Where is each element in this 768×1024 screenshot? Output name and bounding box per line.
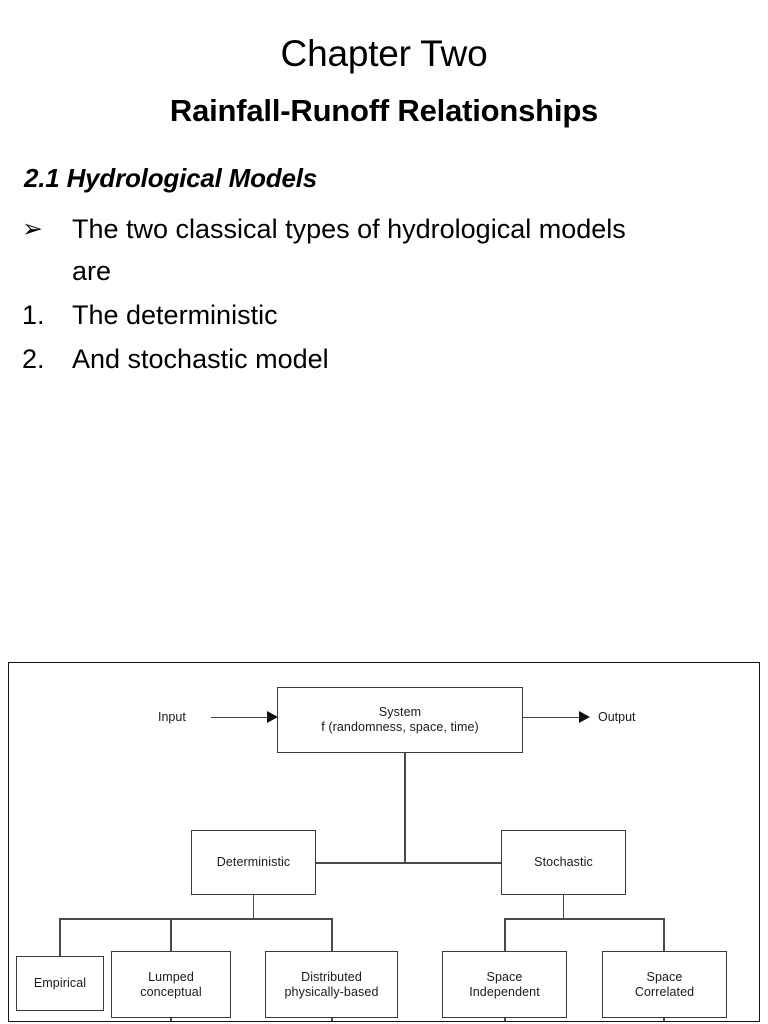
node-empirical-line1: Empirical	[33, 976, 87, 990]
node-deterministic-line1: Deterministic	[216, 855, 291, 869]
node-distributed-physically-based: Distributed physically-based	[265, 951, 398, 1018]
body-list: ➢ The two classical types of hydrologica…	[20, 208, 710, 382]
node-lumped-line1: Lumped	[148, 969, 194, 984]
edge-deterministic-drop	[252, 895, 254, 919]
arrow-right-icon	[267, 711, 278, 723]
page-title: Chapter Two	[280, 33, 488, 74]
edge-to-lumped	[170, 918, 172, 951]
arrow-right-icon	[579, 711, 590, 723]
node-lumped-conceptual: Lumped conceptual	[111, 951, 231, 1018]
edge-space-correlated-stub	[663, 1018, 665, 1021]
node-system-line1: System	[378, 705, 422, 719]
page-subtitle: Rainfall-Runoff Relationships	[169, 93, 599, 128]
edge-distributed-stub	[331, 1018, 333, 1021]
edge-input-to-system	[211, 716, 269, 718]
node-space-independent-line2: Independent	[469, 984, 540, 999]
node-space-independent-line1: Space	[486, 969, 523, 984]
node-distributed-line1: Distributed	[301, 969, 362, 984]
list-item: 1. The deterministic	[20, 294, 710, 336]
node-empirical: Empirical	[16, 956, 104, 1011]
list-item-number: 1.	[22, 300, 45, 330]
diagram-output-label: Output	[598, 710, 636, 724]
node-space-independent: Space Independent	[442, 951, 567, 1018]
hydrological-model-classification-diagram: Input System f (randomness, space, time)…	[8, 662, 760, 1022]
edge-to-empirical	[59, 918, 61, 956]
edge-space-independent-stub	[504, 1018, 506, 1021]
edge-deterministic-branch-bar	[59, 918, 332, 920]
node-system-line2: f (randomness, space, time)	[321, 720, 479, 734]
arrow-bullet-icon: ➢	[22, 214, 43, 243]
list-item-text: And stochastic model	[72, 344, 329, 374]
edge-stochastic-branch-bar	[504, 918, 664, 920]
edge-tier2-connector	[316, 862, 626, 864]
list-item-text: The two classical types of hydrological …	[72, 214, 626, 286]
edge-stochastic-drop	[562, 895, 564, 919]
node-stochastic: Stochastic	[501, 830, 626, 895]
edge-lumped-stub	[170, 1018, 172, 1021]
section-heading: 2.1 Hydrological Models	[24, 163, 318, 193]
list-item: ➢ The two classical types of hydrologica…	[20, 208, 710, 292]
edge-to-space-independent	[504, 918, 506, 951]
node-system: System f (randomness, space, time)	[277, 687, 523, 753]
node-space-correlated-line1: Space	[646, 969, 683, 984]
node-deterministic: Deterministic	[191, 830, 316, 895]
edge-to-distributed	[331, 918, 333, 951]
list-item: 2. And stochastic model	[20, 338, 710, 380]
node-lumped-line2: conceptual	[140, 984, 202, 999]
node-stochastic-line1: Stochastic	[534, 855, 593, 869]
list-item-number: 2.	[22, 344, 45, 374]
edge-to-space-correlated	[663, 918, 665, 951]
node-space-correlated-line2: Correlated	[634, 984, 695, 999]
node-space-correlated: Space Correlated	[602, 951, 727, 1018]
list-item-text: The deterministic	[72, 300, 278, 330]
edge-system-trunk	[404, 753, 406, 863]
diagram-input-label: Input	[158, 710, 186, 724]
node-distributed-line2: physically-based	[284, 984, 379, 999]
edge-system-to-output	[523, 716, 581, 718]
